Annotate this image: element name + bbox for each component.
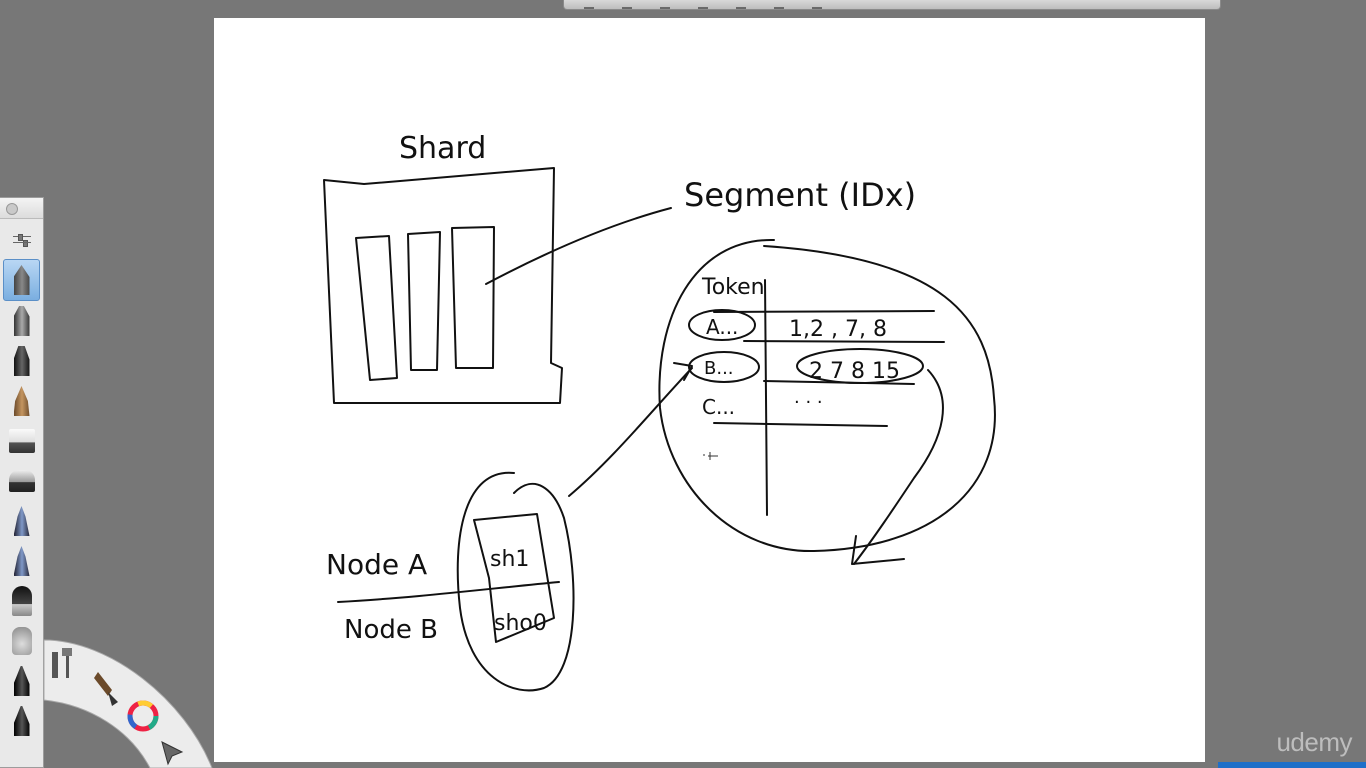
- marker-tool[interactable]: [0, 301, 43, 341]
- color-icon[interactable]: [774, 1, 784, 9]
- layer-icon[interactable]: [736, 1, 746, 9]
- paintbrush-tool[interactable]: [0, 381, 43, 421]
- felt-pen-tool[interactable]: [0, 341, 43, 381]
- color-wheel-icon[interactable]: [127, 700, 159, 732]
- ink-pen-tool[interactable]: [0, 661, 43, 701]
- progress-strip: [1218, 762, 1366, 768]
- oval-b-values: [796, 348, 924, 384]
- sliders-icon: [12, 232, 31, 247]
- row-b-key: B...: [704, 358, 734, 379]
- segment-bar-2: [407, 231, 441, 371]
- node-b-label: Node B: [344, 615, 438, 645]
- segment-bar-1: [355, 235, 398, 381]
- table-row-line-1: [743, 340, 945, 343]
- table-row-line-3: [713, 422, 888, 427]
- segment-pointer: [485, 207, 672, 285]
- settings-icon[interactable]: [812, 1, 822, 9]
- brush-properties-button[interactable]: [0, 219, 43, 259]
- fine-pen-icon: [13, 706, 30, 736]
- airbrush-icon: [13, 546, 30, 576]
- ballpoint-pen-icon: [13, 506, 30, 536]
- node-a-label: Node A: [326, 548, 427, 581]
- ruler-icon[interactable]: [698, 1, 708, 9]
- row-c-key: C...: [702, 395, 735, 419]
- pen-icon[interactable]: [622, 1, 632, 9]
- sketch: Shard Segment (IDx) Token A... 1,2 , 7, …: [323, 131, 996, 692]
- drawing-canvas[interactable]: Shard Segment (IDx) Token A... 1,2 , 7, …: [214, 18, 1205, 762]
- ballpoint-pen-tool[interactable]: [0, 501, 43, 541]
- table-vertical: [764, 279, 768, 516]
- shard-label: Shard: [399, 131, 486, 166]
- close-icon[interactable]: [6, 203, 18, 215]
- b-values-arrow: [853, 369, 944, 565]
- udemy-watermark: udemy: [1276, 727, 1352, 757]
- shard-box: [323, 167, 563, 404]
- smudge-icon: [11, 627, 32, 655]
- arrow-head: [851, 535, 905, 565]
- paint-brush-tool[interactable]: [0, 581, 43, 621]
- node-to-b-arrow: [568, 367, 693, 497]
- node-divider: [337, 581, 560, 603]
- shard-0-label: sho0: [494, 611, 547, 636]
- shape-icon[interactable]: [660, 1, 670, 9]
- row-a-key: A...: [706, 315, 738, 339]
- node-inner-box: [473, 513, 555, 643]
- felt-pen-icon: [13, 346, 30, 376]
- pencil-tool[interactable]: [3, 259, 40, 301]
- segment-label: Segment (IDx): [684, 176, 916, 214]
- node-arrow-head: [673, 362, 693, 381]
- tools-icon[interactable]: [52, 648, 72, 678]
- shard-1-label: sh1: [490, 547, 529, 572]
- crosshair-cursor-icon: [703, 452, 718, 460]
- table-header-line: [713, 310, 935, 313]
- paint-brush-icon: [11, 586, 32, 616]
- marker-icon: [13, 306, 30, 336]
- node-oval: [456, 471, 575, 692]
- oval-a: [688, 309, 756, 341]
- oval-b: [688, 351, 760, 383]
- pointer-icon[interactable]: [584, 1, 594, 9]
- pencil-icon: [13, 265, 30, 295]
- segment-bar-3: [451, 226, 495, 369]
- token-header: Token: [701, 275, 765, 300]
- selection-arrow-icon[interactable]: [161, 741, 184, 766]
- top-toolbar: [563, 0, 1221, 10]
- airbrush-tool[interactable]: [0, 541, 43, 581]
- eraser-tool[interactable]: [0, 421, 43, 461]
- eraser-icon: [8, 429, 35, 453]
- brushes-icon[interactable]: [94, 672, 118, 706]
- row-b-values: 2 7 8 15: [809, 359, 900, 384]
- soft-eraser-tool[interactable]: [0, 461, 43, 501]
- brush-palette: [0, 197, 44, 768]
- palette-header[interactable]: [0, 198, 43, 219]
- paintbrush-icon: [13, 386, 30, 416]
- segment-circle: [658, 238, 996, 553]
- ink-pen-icon: [13, 666, 30, 696]
- smudge-tool[interactable]: [0, 621, 43, 661]
- fine-pen-tool[interactable]: [0, 701, 43, 741]
- soft-eraser-icon: [8, 470, 35, 492]
- row-a-values: 1,2 , 7, 8: [789, 317, 887, 342]
- row-c-values: . . .: [794, 387, 823, 408]
